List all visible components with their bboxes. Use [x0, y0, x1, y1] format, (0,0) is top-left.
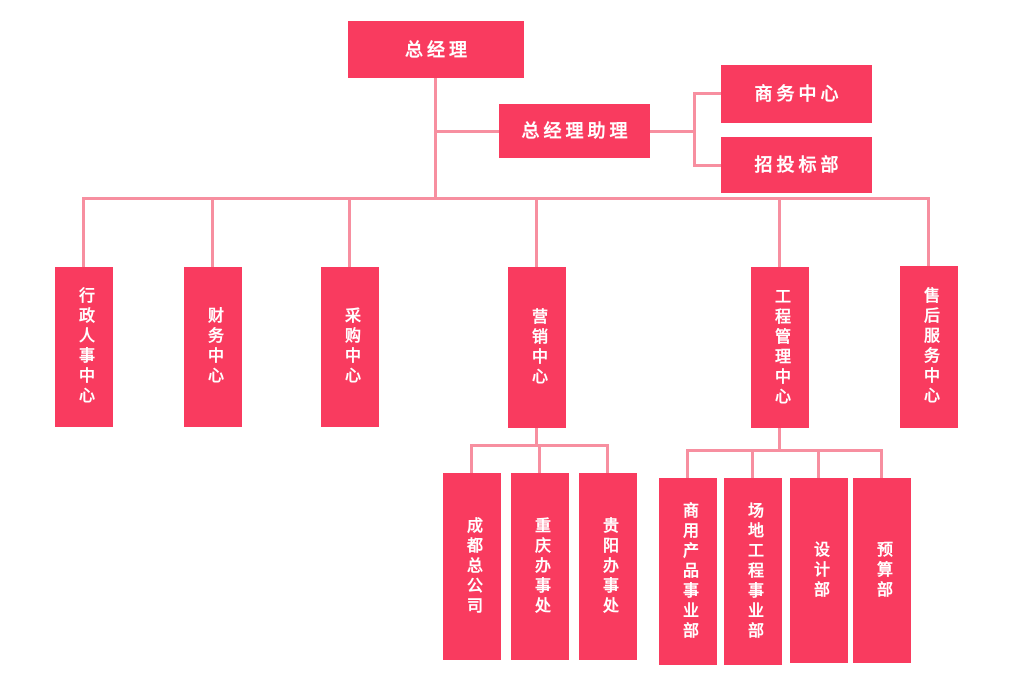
connector-drop-commercial-products: [686, 449, 689, 478]
node-guiyang-office: 贵阳办事处: [579, 473, 637, 660]
node-finance-center: 财务中心: [184, 267, 242, 427]
connector-to-business-center: [695, 92, 721, 95]
node-engineering-mgmt-center: 工程管理中心: [751, 267, 809, 428]
connector-drop-engineering: [778, 197, 781, 267]
node-chongqing-office: 重庆办事处: [511, 473, 569, 660]
node-general-manager: 总经理: [348, 21, 524, 78]
connector-engineering-stub: [778, 427, 781, 452]
connector-drop-chengdu: [470, 444, 473, 473]
node-admin-hr-center: 行政人事中心: [55, 267, 113, 427]
connector-drop-procurement: [348, 197, 351, 267]
node-commercial-products-div: 商用产品事业部: [659, 478, 717, 665]
node-site-engineering-div: 场地工程事业部: [724, 478, 782, 665]
node-business-center: 商务中心: [721, 65, 872, 123]
connector-to-bidding-dept: [695, 164, 721, 167]
node-gm-assistant: 总经理助理: [499, 104, 650, 158]
connector-assistant-right: [650, 130, 695, 133]
connector-assistant-branch: [436, 130, 499, 133]
connector-drop-chongqing: [538, 444, 541, 473]
connector-drop-site-engineering: [751, 449, 754, 478]
connector-drop-admin-hr: [82, 197, 85, 267]
node-procurement-center: 采购中心: [321, 267, 379, 427]
connector-drop-budget: [880, 449, 883, 478]
connector-main-horizontal: [82, 197, 930, 200]
node-marketing-center: 营销中心: [508, 267, 566, 428]
connector-drop-finance: [211, 197, 214, 267]
connector-drop-marketing: [535, 197, 538, 267]
connector-drop-guiyang: [606, 444, 609, 473]
node-bidding-dept: 招投标部: [721, 137, 872, 193]
node-design-dept: 设计部: [790, 478, 848, 663]
connector-marketing-stub: [535, 427, 538, 447]
connector-engineering-horizontal: [686, 449, 883, 452]
connector-drop-design: [817, 449, 820, 478]
connector-drop-after-sales: [927, 197, 930, 267]
connector-root-vertical: [434, 78, 437, 200]
connector-assistant-split-vertical: [693, 92, 696, 167]
node-after-sales-center: 售后服务中心: [900, 266, 958, 428]
node-chengdu-hq: 成都总公司: [443, 473, 501, 660]
node-budget-dept: 预算部: [853, 478, 911, 663]
